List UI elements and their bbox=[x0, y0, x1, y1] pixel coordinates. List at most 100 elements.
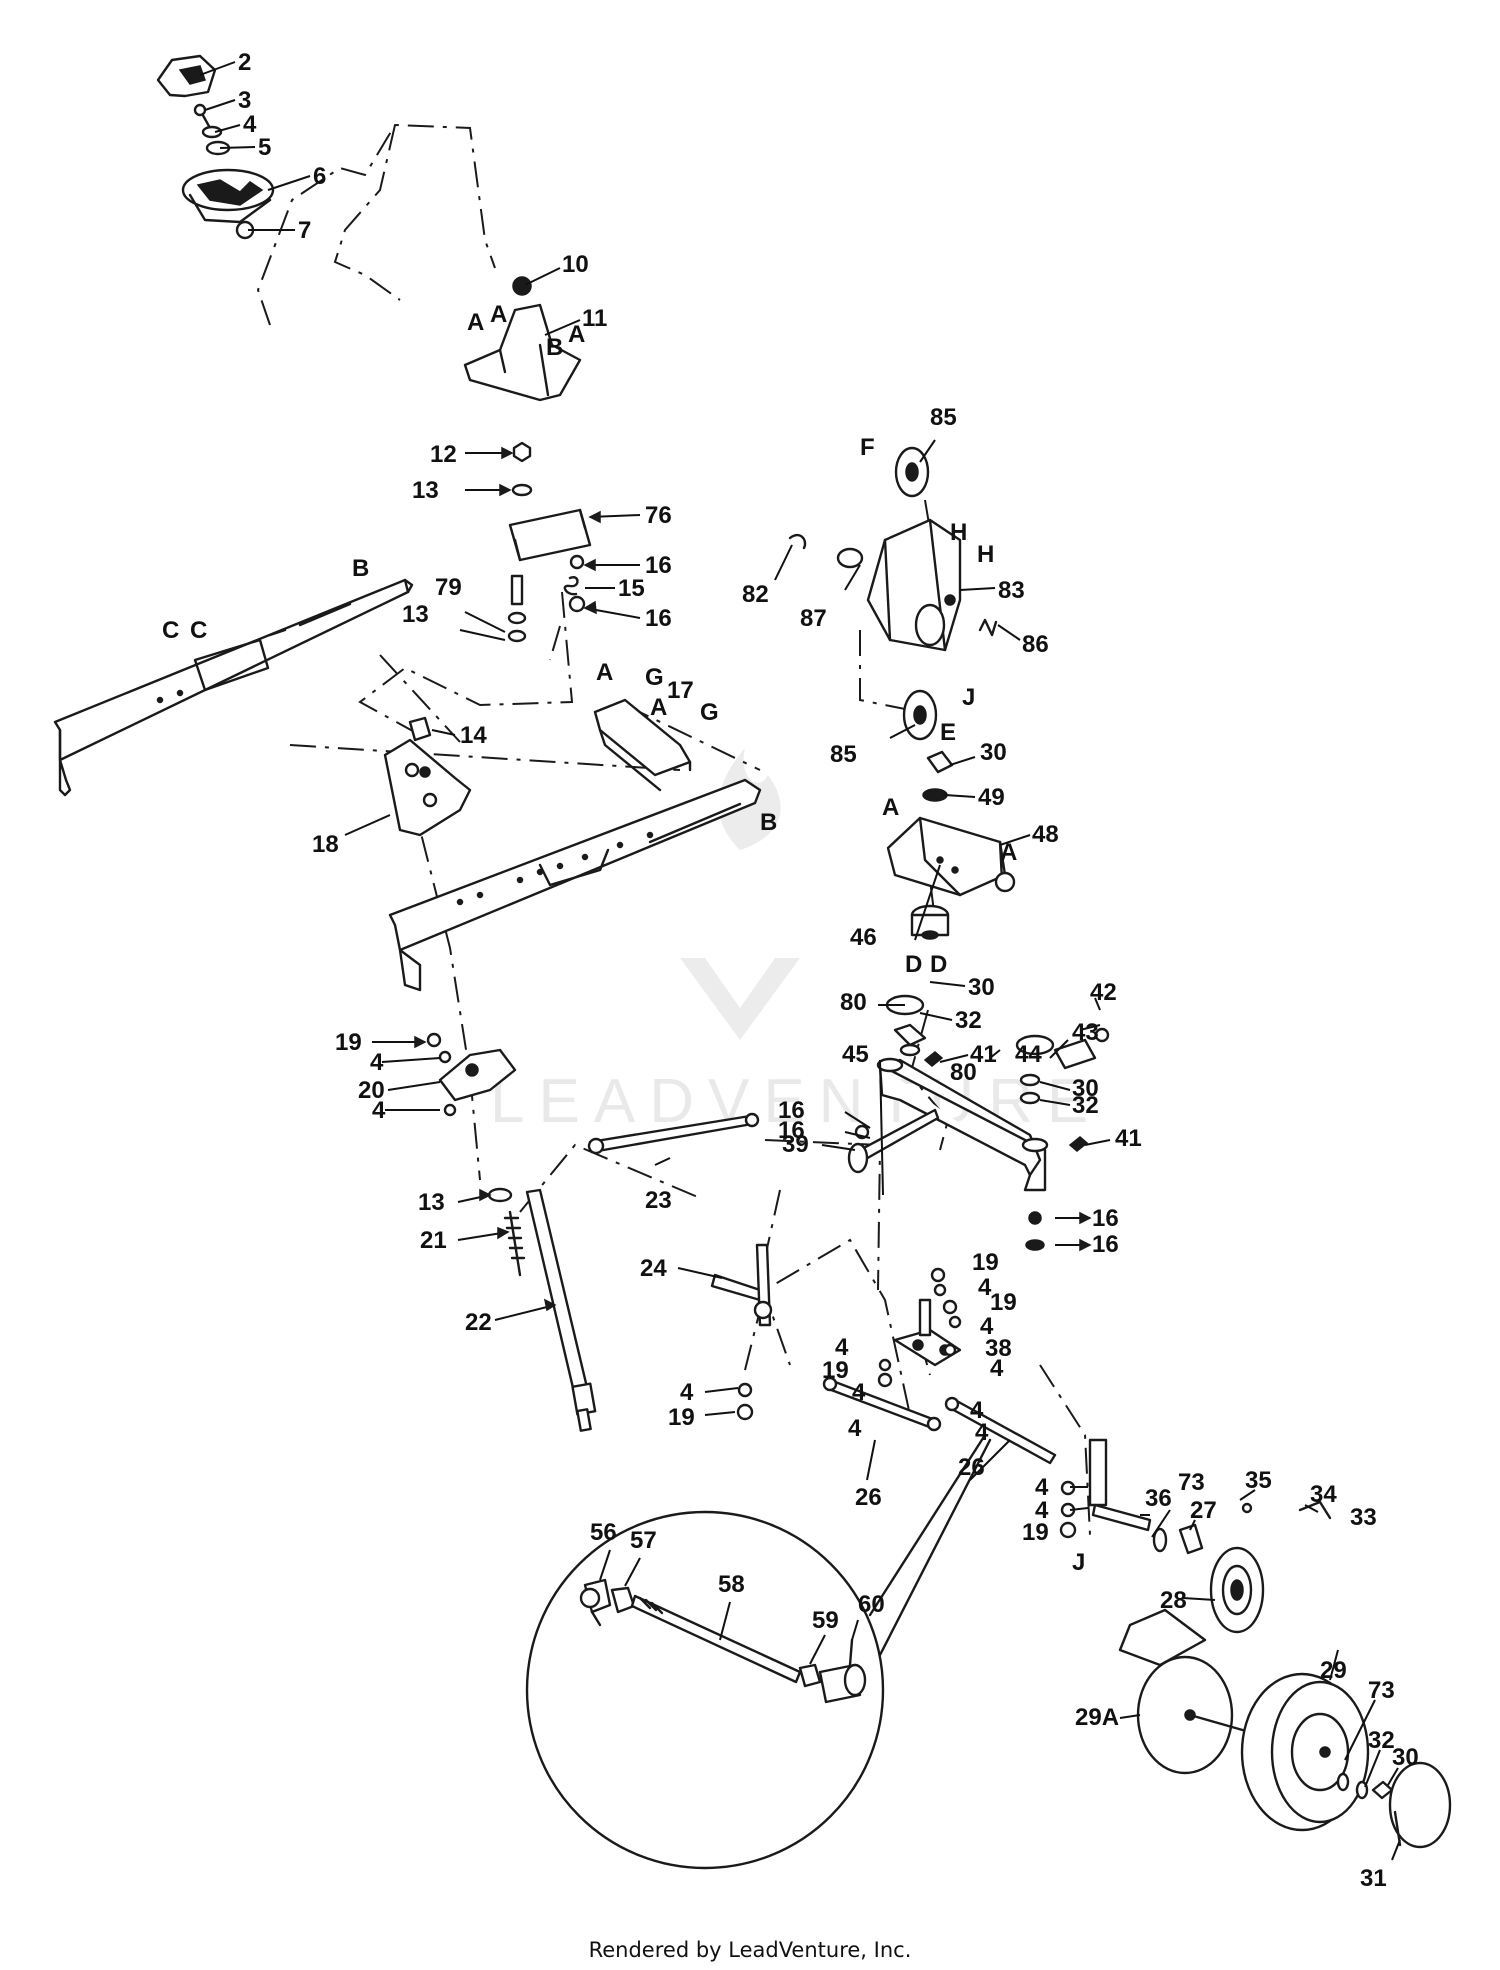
label-C-1: C bbox=[162, 617, 179, 644]
label-82: 82 bbox=[742, 581, 769, 608]
label-4d: 4 bbox=[835, 1334, 849, 1361]
label-J-83: J bbox=[962, 684, 975, 711]
washer-73 bbox=[1152, 1527, 1168, 1553]
leader-lines bbox=[199, 61, 1401, 1861]
frame-crossmember-17 bbox=[593, 698, 692, 792]
label-A-17b: A bbox=[650, 694, 667, 721]
retainer-34-33 bbox=[1241, 1500, 1332, 1520]
pulley-85-bottom bbox=[902, 689, 938, 741]
nut-30-top bbox=[926, 750, 954, 774]
spacer-16b bbox=[568, 595, 586, 613]
label-29: 29 bbox=[1320, 1657, 1347, 1684]
label-32b: 32 bbox=[1072, 1092, 1099, 1119]
tie-rod-26a bbox=[822, 1376, 942, 1432]
tie-rod-26b bbox=[944, 1396, 1057, 1465]
label-13c: 13 bbox=[418, 1189, 445, 1216]
label-19d: 19 bbox=[972, 1249, 999, 1276]
frame-rail-left bbox=[53, 578, 414, 797]
zerk-41 bbox=[923, 1051, 1089, 1152]
label-F: F bbox=[860, 434, 875, 461]
pulley-85-top bbox=[894, 446, 930, 498]
label-H-1: H bbox=[950, 519, 967, 546]
label-32c: 32 bbox=[1368, 1727, 1395, 1754]
front-axle-45 bbox=[876, 1057, 1049, 1192]
label-J-spindle: J bbox=[1072, 1549, 1085, 1576]
washer-13b bbox=[487, 1187, 513, 1203]
wheel-hub-28 bbox=[1209, 1546, 1265, 1634]
label-26a: 26 bbox=[855, 1484, 882, 1511]
fasteners-73-32-30 bbox=[1336, 1772, 1394, 1800]
label-D-2: D bbox=[930, 951, 947, 978]
label-16a: 16 bbox=[645, 552, 672, 579]
washer-87 bbox=[836, 547, 864, 569]
label-2: 2 bbox=[238, 49, 251, 76]
idler-bracket-83 bbox=[866, 518, 962, 652]
label-4c: 4 bbox=[680, 1379, 694, 1406]
bushing-43-44 bbox=[1053, 1027, 1110, 1070]
label-C-2: C bbox=[190, 617, 207, 644]
label-30d: 30 bbox=[1392, 1744, 1419, 1771]
label-32a: 32 bbox=[955, 1007, 982, 1034]
label-41b: 41 bbox=[970, 1041, 997, 1068]
label-31: 31 bbox=[1360, 1865, 1387, 1892]
label-E: E bbox=[940, 719, 956, 746]
washer-4b bbox=[443, 1103, 457, 1117]
washer-49 bbox=[922, 788, 948, 802]
label-4j: 4 bbox=[980, 1313, 994, 1340]
label-4: 4 bbox=[243, 111, 257, 138]
label-41a: 41 bbox=[1115, 1125, 1142, 1152]
label-15: 15 bbox=[618, 575, 645, 602]
label-A-17: A bbox=[596, 659, 613, 686]
label-49: 49 bbox=[978, 784, 1005, 811]
bushing bbox=[512, 276, 532, 296]
washers-16 bbox=[854, 1124, 1045, 1251]
label-7: 7 bbox=[298, 217, 311, 244]
label-13b: 13 bbox=[402, 601, 429, 628]
label-43: 43 bbox=[1072, 1019, 1099, 1046]
washer-4a bbox=[438, 1050, 452, 1064]
bearing-27 bbox=[1178, 1523, 1204, 1555]
label-42: 42 bbox=[1090, 979, 1117, 1006]
label-59: 59 bbox=[812, 1607, 839, 1634]
label-30c: 30 bbox=[980, 739, 1007, 766]
label-28: 28 bbox=[1160, 1587, 1187, 1614]
pivot-tube-46 bbox=[910, 904, 950, 940]
label-87: 87 bbox=[800, 605, 827, 632]
label-18: 18 bbox=[312, 831, 339, 858]
label-4l: 4 bbox=[1035, 1474, 1049, 1501]
label-4k: 4 bbox=[990, 1355, 1004, 1382]
label-4b: 4 bbox=[372, 1097, 386, 1124]
label-19f: 19 bbox=[1022, 1519, 1049, 1546]
label-A-48b: A bbox=[1000, 839, 1017, 866]
label-16b: 16 bbox=[645, 605, 672, 632]
label-A-11a: A bbox=[467, 309, 484, 336]
label-14: 14 bbox=[460, 722, 487, 749]
label-D-1: D bbox=[905, 951, 922, 978]
label-58: 58 bbox=[718, 1571, 745, 1598]
tie-rod-end-56 bbox=[579, 1578, 612, 1627]
label-80a: 80 bbox=[840, 989, 867, 1016]
label-85a: 85 bbox=[830, 741, 857, 768]
label-4a: 4 bbox=[370, 1049, 384, 1076]
label-4f: 4 bbox=[848, 1415, 862, 1442]
label-60: 60 bbox=[858, 1591, 885, 1618]
label-34: 34 bbox=[1310, 1481, 1337, 1508]
fasteners-4-19 bbox=[736, 1382, 754, 1421]
label-57: 57 bbox=[630, 1527, 657, 1554]
label-29a: 29A bbox=[1075, 1704, 1119, 1731]
label-73b: 73 bbox=[1368, 1677, 1395, 1704]
label-19a: 19 bbox=[335, 1029, 362, 1056]
drag-link-23 bbox=[587, 1112, 760, 1155]
tie-rod-end-60 bbox=[818, 1638, 867, 1704]
label-24: 24 bbox=[640, 1255, 667, 1282]
label-86: 86 bbox=[1022, 631, 1049, 658]
clip-82 bbox=[788, 533, 807, 550]
pivot-pin-39 bbox=[847, 1108, 940, 1174]
label-16c: 16 bbox=[778, 1097, 805, 1124]
spacer-80 bbox=[885, 994, 1055, 1056]
spring-86 bbox=[978, 618, 998, 637]
fasteners-30-32 bbox=[893, 1023, 1041, 1105]
label-G-17b: G bbox=[700, 699, 719, 726]
label-6: 6 bbox=[313, 163, 326, 190]
label-44: 44 bbox=[1015, 1041, 1042, 1068]
